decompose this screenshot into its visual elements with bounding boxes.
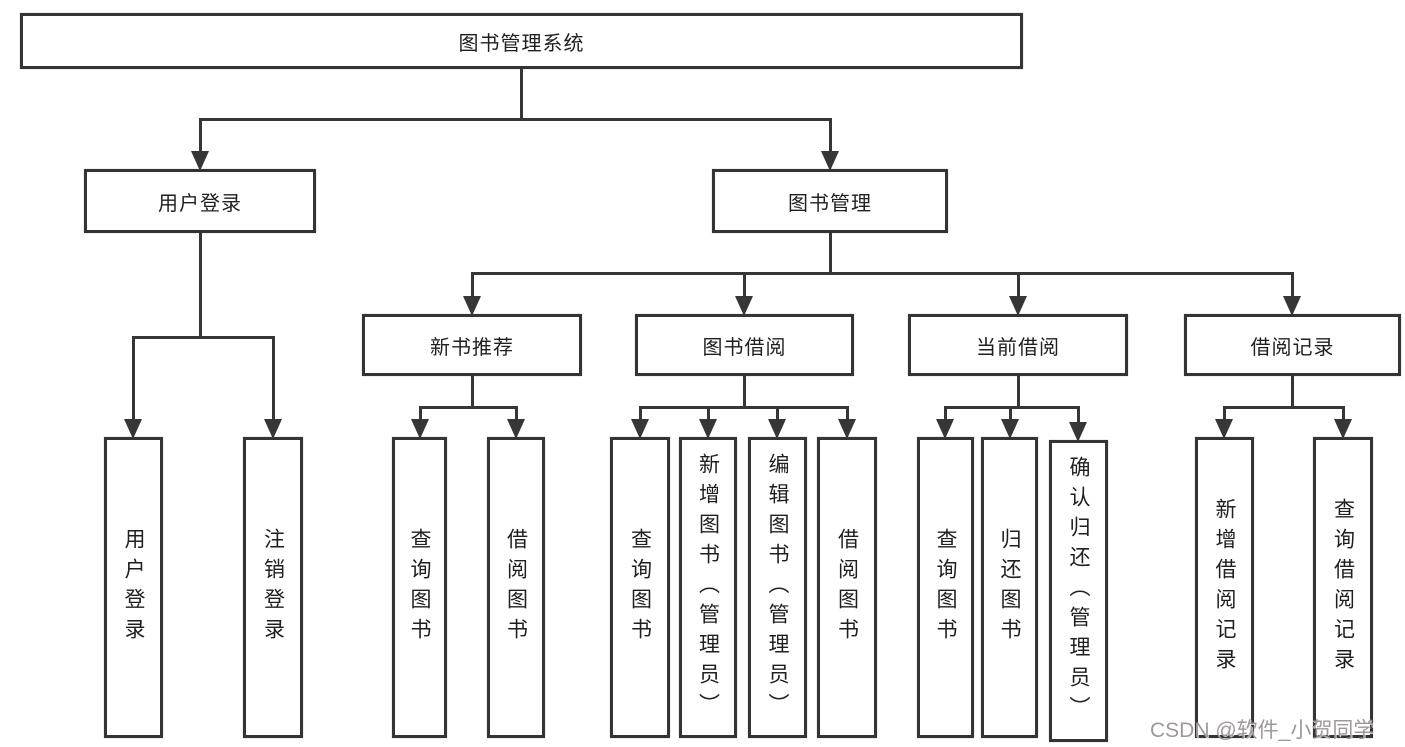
connector-line xyxy=(828,233,832,272)
connector-line xyxy=(775,406,779,421)
connector-line xyxy=(845,406,849,421)
node-current: 当前借阅 xyxy=(908,314,1128,376)
node-label: 编辑图书（管理员） xyxy=(766,452,789,723)
arrow-down-icon xyxy=(699,419,717,439)
connector-line xyxy=(1341,406,1345,421)
node-label: 查询图书 xyxy=(934,527,957,648)
connector-line xyxy=(470,376,474,406)
node-label: 用户登录 xyxy=(158,192,242,215)
connector-line xyxy=(271,336,275,421)
arrow-down-icon xyxy=(507,419,525,439)
connector-line xyxy=(1290,376,1294,406)
arrow-down-icon xyxy=(1009,296,1027,316)
node-label: 图书借阅 xyxy=(702,336,787,359)
node-label: 确认归还（管理员） xyxy=(1067,456,1090,726)
node-label: 借阅记录 xyxy=(1250,336,1335,359)
node-g4c: 确认归还（管理员） xyxy=(1049,440,1108,742)
connector-line xyxy=(1076,406,1080,424)
node-g1a: 用户登录 xyxy=(104,437,163,738)
connector-line xyxy=(1222,406,1226,421)
arrow-down-icon xyxy=(411,419,429,439)
node-g3c: 编辑图书（管理员） xyxy=(748,437,807,738)
connector-line xyxy=(418,406,518,409)
connector-line xyxy=(742,376,746,406)
node-label: 图书管理 xyxy=(788,192,872,215)
connector-line xyxy=(418,406,422,421)
connector-line xyxy=(638,406,849,409)
node-g5a: 新增借阅记录 xyxy=(1195,437,1254,738)
node-g2a: 查询图书 xyxy=(392,437,447,738)
watermark: CSDN @软件_小贺同学 xyxy=(1150,719,1375,742)
arrow-down-icon xyxy=(821,151,839,171)
connector-line xyxy=(1016,272,1020,298)
connector-line xyxy=(638,406,642,421)
node-label: 当前借阅 xyxy=(976,336,1060,359)
node-label: 查询图书 xyxy=(408,527,431,648)
node-login: 用户登录 xyxy=(84,169,316,233)
connector-line xyxy=(198,118,202,153)
node-label: 查询借阅记录 xyxy=(1331,497,1355,678)
arrow-down-icon xyxy=(124,419,142,439)
arrow-down-icon xyxy=(191,151,209,171)
connector-line xyxy=(1290,272,1294,298)
arrow-down-icon xyxy=(1283,296,1301,316)
connector-line xyxy=(943,406,1080,409)
connector-line xyxy=(470,272,1294,275)
node-g3a: 查询图书 xyxy=(610,437,670,738)
arrow-down-icon xyxy=(1215,419,1233,439)
connector-line xyxy=(828,118,832,153)
node-label: 新增借阅记录 xyxy=(1213,497,1236,678)
arrow-down-icon xyxy=(735,296,753,316)
node-label: 注销登录 xyxy=(261,527,285,648)
connector-line xyxy=(198,233,202,336)
arrow-down-icon xyxy=(1334,419,1352,439)
node-borrow: 图书借阅 xyxy=(635,314,854,376)
node-g4b: 归还图书 xyxy=(981,437,1038,738)
arrow-down-icon xyxy=(1069,422,1087,442)
node-mgmt: 图书管理 xyxy=(712,169,948,233)
connector-line xyxy=(943,406,947,421)
node-g2b: 借阅图书 xyxy=(487,437,545,738)
connector-line xyxy=(131,336,275,339)
node-root: 图书管理系统 xyxy=(20,13,1023,69)
node-label: 借阅图书 xyxy=(835,527,859,648)
connector-line xyxy=(1008,406,1012,421)
node-records: 借阅记录 xyxy=(1184,314,1401,376)
arrow-down-icon xyxy=(631,419,649,439)
arrow-down-icon xyxy=(768,419,786,439)
connector-line xyxy=(198,118,832,121)
node-g5b: 查询借阅记录 xyxy=(1313,437,1373,738)
node-label: 借阅图书 xyxy=(504,527,528,648)
node-label: 图书管理系统 xyxy=(458,32,585,55)
node-label: 新书推荐 xyxy=(430,336,514,359)
connector-line xyxy=(131,336,135,421)
arrow-down-icon xyxy=(264,419,282,439)
connector-line xyxy=(470,272,474,298)
node-label: 查询图书 xyxy=(628,527,652,648)
node-g3b: 新增图书（管理员） xyxy=(679,437,737,738)
connector-line xyxy=(514,406,518,421)
node-newbook: 新书推荐 xyxy=(362,314,582,376)
connector-line xyxy=(742,272,746,298)
node-label: 用户登录 xyxy=(122,527,145,648)
node-g4a: 查询图书 xyxy=(917,437,974,738)
arrow-down-icon xyxy=(463,296,481,316)
arrow-down-icon xyxy=(838,419,856,439)
arrow-down-icon xyxy=(936,419,954,439)
connector-line xyxy=(1222,406,1345,409)
connector-line xyxy=(1016,376,1020,406)
arrow-down-icon xyxy=(1001,419,1019,439)
node-label: 归还图书 xyxy=(998,527,1021,648)
connector-line xyxy=(706,406,710,421)
connector-line xyxy=(519,69,523,118)
node-label: 新增图书（管理员） xyxy=(696,452,720,723)
node-g3d: 借阅图书 xyxy=(817,437,877,738)
node-g1b: 注销登录 xyxy=(243,437,303,738)
